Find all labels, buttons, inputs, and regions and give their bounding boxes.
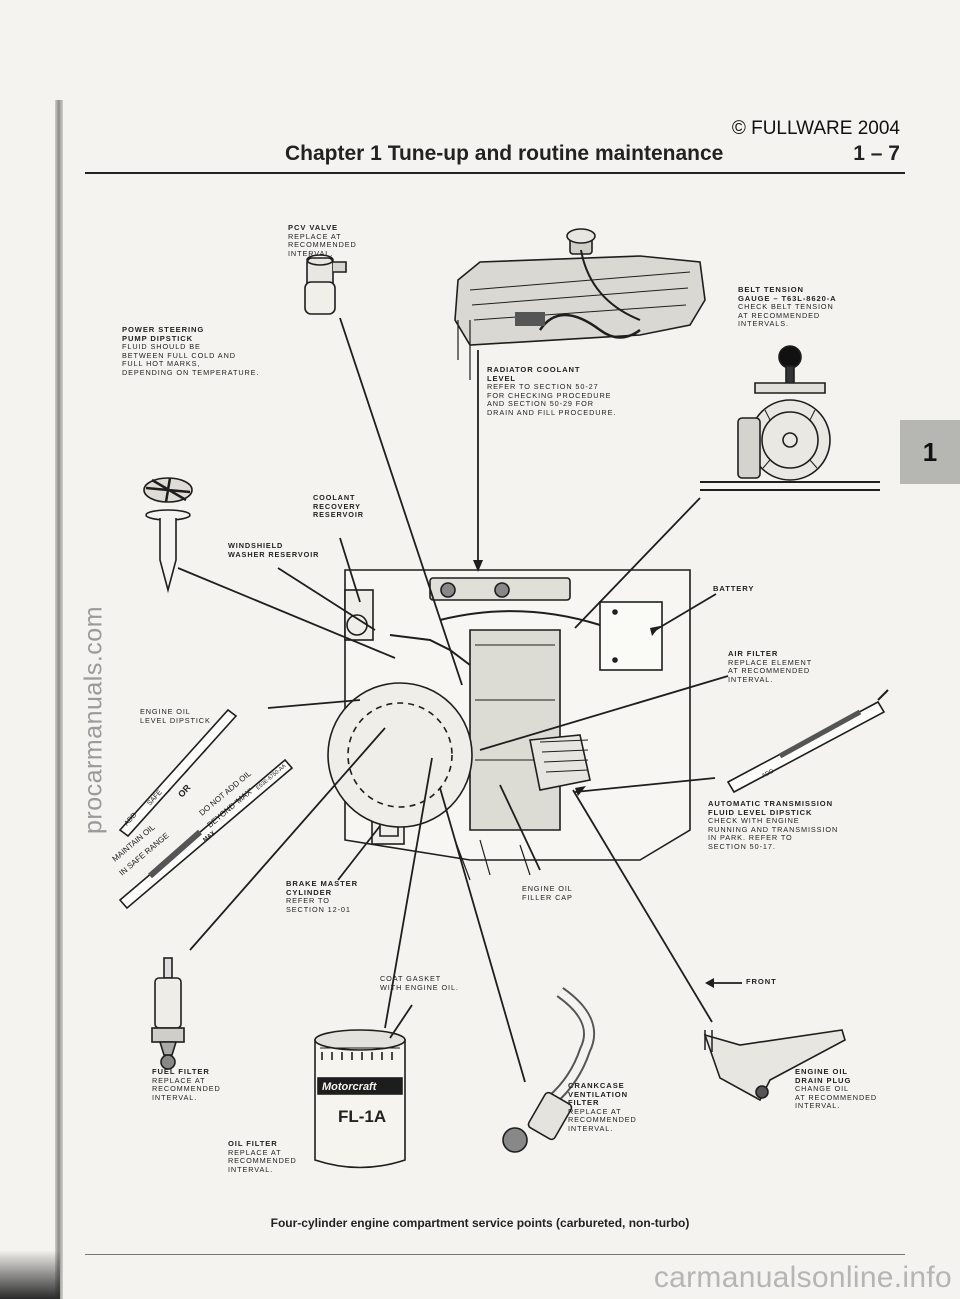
label-crankcase-ventilation-filter: CRANKCASE VENTILATION FILTER REPLACE AT … [568, 1081, 637, 1133]
leader-lines [177, 317, 729, 1083]
label-pcv-valve: PCV VALVE REPLACE AT RECOMMENDED INTERVA… [288, 223, 357, 258]
figure-caption: Four-cylinder engine compartment service… [270, 1216, 690, 1230]
radiator-illustration [454, 228, 706, 380]
label-engine-oil-drain-plug: ENGINE OIL DRAIN PLUG CHANGE OIL AT RECO… [795, 1067, 878, 1111]
watermark-corner: carmanualsonline.info [653, 1261, 952, 1294]
arrowheads [473, 560, 714, 988]
label-coat-gasket: COAT GASKET WITH ENGINE OIL. [380, 974, 459, 992]
copyright-notice: © FULLWARE 2004 [731, 118, 900, 139]
label-battery: BATTERY [713, 584, 755, 593]
footer-rule [85, 1254, 905, 1255]
oil-pan-illustration [703, 1029, 846, 1102]
dipstick-or-mark: OR [176, 782, 193, 799]
label-engine-oil-filler-cap: ENGINE OIL FILLER CAP [522, 884, 573, 902]
dipstick-part-number: E53E-6750-AA [255, 763, 287, 791]
engine-oil-dipstick-illustration [118, 708, 294, 910]
oil-filter-model: FL-1A [338, 1107, 386, 1126]
running-header: Chapter 1 Tune-up and routine maintenanc… [285, 142, 900, 166]
label-brake-master-cylinder: BRAKE MASTER CYLINDER REFER TO SECTION 1… [286, 879, 358, 914]
page-number: 1 – 7 [853, 142, 900, 165]
oil-filter-brand: Motorcraft [322, 1081, 378, 1093]
label-engine-oil-dipstick: ENGINE OIL LEVEL DIPSTICK [140, 707, 211, 725]
crankcase-filter-illustration [502, 987, 595, 1153]
pcv-valve-illustration [304, 254, 347, 315]
oil-filter-illustration [314, 1029, 406, 1169]
power-steering-dipstick-illustration [143, 477, 193, 594]
belt-tension-gauge-illustration [700, 345, 880, 491]
label-belt-tension-gauge: BELT TENSION GAUGE – T63L-8620-A CHECK B… [738, 285, 837, 329]
label-oil-filter: OIL FILTER REPLACE AT RECOMMENDED INTERV… [228, 1139, 297, 1174]
label-coolant-recovery-reservoir: COOLANT RECOVERY RESERVOIR [313, 493, 364, 520]
page-binding-edge [55, 100, 63, 1299]
label-fuel-filter: FUEL FILTER REPLACE AT RECOMMENDED INTER… [152, 1067, 221, 1102]
label-front: FRONT [746, 977, 777, 986]
label-radiator-coolant-level: RADIATOR COOLANT LEVEL REFER TO SECTION … [487, 365, 617, 417]
fuel-filter-illustration [151, 957, 185, 1070]
label-auto-trans-dipstick: AUTOMATIC TRANSMISSION FLUID LEVEL DIPST… [708, 799, 839, 851]
binding-shadow [0, 1250, 60, 1299]
header-rule [85, 172, 905, 174]
chapter-tab: 1 [900, 420, 960, 484]
auto-trans-dipstick-illustration [726, 689, 889, 794]
label-power-steering-dipstick: POWER STEERING PUMP DIPSTICK FLUID SHOUL… [122, 325, 260, 377]
air-cleaner-illustration [327, 682, 473, 828]
trans-dipstick-add-mark: ADD [761, 768, 776, 780]
chapter-title: Chapter 1 Tune-up and routine maintenanc… [285, 142, 724, 165]
label-windshield-washer-reservoir: WINDSHIELD WASHER RESERVOIR [228, 541, 320, 559]
label-air-filter: AIR FILTER REPLACE ELEMENT AT RECOMMENDE… [728, 649, 813, 684]
